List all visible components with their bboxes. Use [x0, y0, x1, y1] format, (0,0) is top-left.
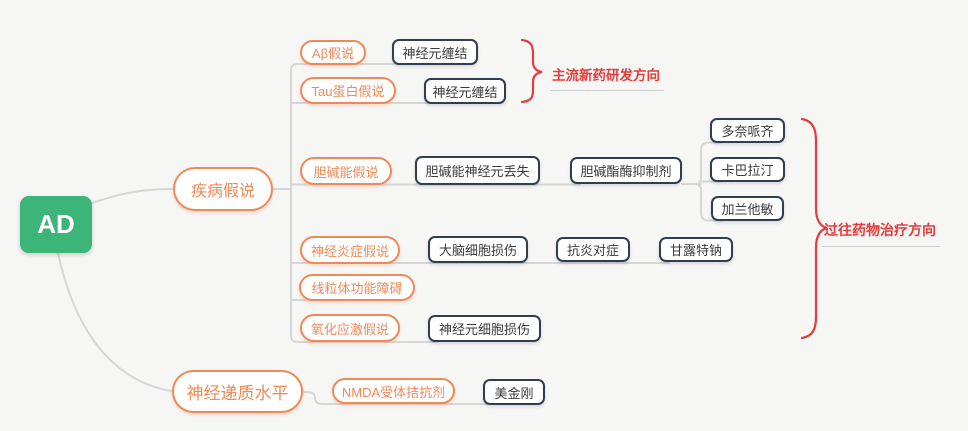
branch-neurotransmitter-level[interactable]: 神经递质水平: [172, 370, 303, 413]
topic-tau-hypothesis[interactable]: Tau蛋白假说: [300, 77, 396, 104]
branch-disease-hypotheses[interactable]: 疾病假说: [173, 167, 273, 211]
topic-cholinesterase-inhibitor[interactable]: 胆碱酯酶抑制剂: [570, 157, 682, 184]
annotation-mainstream-label: 主流新药研发方向: [552, 68, 660, 83]
topic-nmda-antagonist[interactable]: NMDA受体拮抗剂: [332, 378, 455, 404]
topic-neuroinflammation-hypothesis[interactable]: 神经炎症假说: [300, 236, 400, 264]
branch-connectors: [57, 63, 723, 405]
annotation-past-treatment[interactable]: 过往药物治疗方向: [822, 220, 940, 247]
annotation-underline: [550, 90, 664, 91]
annotation-mainstream-rnd[interactable]: 主流新药研发方向: [550, 64, 664, 91]
connector-root-hypotheses: [91, 188, 173, 204]
annotation-past-label: 过往药物治疗方向: [824, 222, 936, 238]
topic-cholinergic-neuron-loss[interactable]: 胆碱能神经元丢失: [415, 156, 540, 185]
topic-mannose-sodium[interactable]: 甘露特钠: [659, 237, 733, 262]
topic-neuron-cell-damage[interactable]: 神经元细胞损伤: [428, 315, 541, 342]
topic-brain-cell-damage[interactable]: 大脑细胞损伤: [428, 236, 528, 263]
topic-memantine[interactable]: 美金刚: [483, 379, 545, 405]
topic-anti-inflammatory[interactable]: 抗炎对症: [556, 237, 630, 262]
topic-cholinergic-hypothesis[interactable]: 胆碱能假说: [300, 157, 392, 185]
topic-galantamine[interactable]: 加兰他敏: [711, 196, 784, 221]
connector-root-neurotransmitter: [57, 252, 172, 392]
topic-neurofibrillary-tangles-2[interactable]: 神经元缠结: [424, 78, 506, 104]
annotation-braces: [520, 38, 828, 340]
topic-neurofibrillary-tangles-1[interactable]: 神经元缠结: [392, 39, 478, 65]
root-node-ad[interactable]: AD: [20, 196, 92, 253]
topic-abeta-hypothesis[interactable]: Aβ假说: [300, 40, 366, 65]
annotation-underline: [822, 246, 940, 247]
topic-oxidative-stress-hypothesis[interactable]: 氧化应激假说: [300, 314, 400, 342]
topic-rivastigmine[interactable]: 卡巴拉汀: [710, 157, 785, 182]
topic-donepezil[interactable]: 多奈哌齐: [710, 118, 785, 143]
topic-mitochondrial-dysfunction[interactable]: 线粒体功能障碍: [299, 274, 415, 301]
brace-top-icon: [520, 38, 543, 104]
